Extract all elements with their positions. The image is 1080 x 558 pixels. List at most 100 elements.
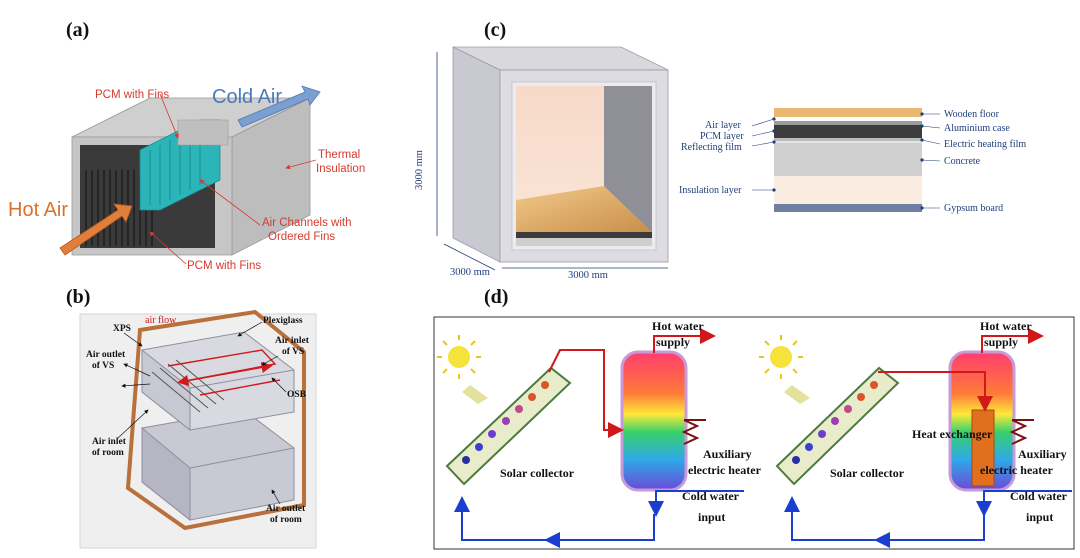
sunlight-arrow (462, 385, 488, 404)
air-inlet-room-line2: of room (92, 448, 124, 458)
cold-water-input-pipe (648, 490, 744, 517)
left-hot-water-line2: supply (656, 335, 690, 349)
plexiglass-leader (237, 321, 263, 337)
depth-dimension-line (443, 243, 496, 271)
air-outlet-vs-line2: of VS (92, 361, 114, 371)
insulation-layer-label: Insulation layer (679, 185, 742, 196)
right-hot-water-line1: Hot water (980, 319, 1032, 333)
osb-label: OSB (287, 390, 307, 400)
cold-air-label: Cold Air (212, 86, 282, 108)
pcm-with-fins-top-leader (159, 93, 179, 139)
air-outlet-room-leader (271, 489, 281, 505)
right-aux-heater-line1: Auxiliary (1018, 447, 1067, 461)
room-right-wall (604, 86, 652, 244)
xps-leader (123, 332, 143, 347)
wooden-floor-label: Wooden floor (944, 109, 1000, 120)
ordered-fins (85, 170, 153, 246)
air-inlet-room-leader (117, 409, 149, 439)
hot-air-arrow (59, 203, 133, 256)
air-inlet-vs-line1: Air inlet (275, 336, 310, 346)
cold-water-input-pipe-right (976, 490, 1072, 517)
pcm-with-fins-bottom-label: PCM with Fins (187, 260, 261, 272)
box-inner-wall (177, 119, 229, 146)
wooden-floor-layer (774, 108, 922, 117)
layer-leaders-left (751, 118, 775, 191)
air-inlet-vs-leader (261, 355, 279, 366)
air-inlet-room-line1: Air inlet (92, 437, 127, 447)
floor-base (516, 238, 652, 246)
sun-icon-right (770, 346, 792, 368)
left-aux-heater-line2: electric heater (688, 463, 762, 477)
pcm-layer (774, 125, 922, 138)
panel-b: (b) air flow XPS Plexiglass Air inlet of… (66, 286, 317, 549)
xps-label: XPS (113, 324, 131, 334)
collector-tubes-right (792, 381, 878, 464)
sun-icon (448, 346, 470, 368)
pcm-with-fins-bottom-leader (149, 231, 187, 265)
air-channels-leader (199, 179, 261, 226)
left-cold-water-line2: input (698, 510, 725, 524)
hot-water-supply-pipe-right (981, 328, 1044, 353)
left-aux-heater-line1: Auxiliary (703, 447, 752, 461)
hot-air-label: Hot Air (8, 199, 68, 221)
electric-heating-film-layer (774, 138, 922, 141)
air-outlet-room-line2: of room (270, 515, 302, 525)
room-glass-left (141, 426, 191, 522)
air-outlet-room-line1: Air outlet (266, 504, 306, 514)
concrete-layer (774, 143, 922, 176)
solar-collector-panel (445, 366, 572, 486)
floor-layers-edge (516, 232, 652, 238)
panel-b-label: (b) (66, 286, 90, 308)
pcm-with-fins-top-label: PCM with Fins (95, 89, 169, 101)
sunlight-arrow-right (784, 385, 810, 404)
layer-leader-dots-right (920, 112, 924, 210)
room-back-wall (516, 86, 604, 200)
air-channels-line1: Air Channels with (262, 217, 351, 229)
system-left: Hot water supply Solar collector Auxilia… (437, 319, 762, 548)
hot-flow-pipe (548, 349, 624, 438)
air-layer-label: Air layer (705, 120, 741, 131)
system-right: Hot water supply Solar collector Heat ex… (759, 319, 1072, 548)
auxiliary-heater-coil-right (1009, 419, 1028, 445)
panel-a-label: (a) (66, 19, 89, 41)
air-layer (774, 117, 922, 121)
storage-tank (620, 350, 688, 492)
reflecting-film-layer (774, 141, 922, 143)
insulation-layer (774, 176, 922, 204)
thermal-insulation-line1: Thermal (318, 149, 360, 161)
electric-heating-film-label: Electric heating film (944, 139, 1026, 150)
height-dimension-label: 3000 mm (414, 150, 425, 190)
vs-edge (189, 369, 295, 389)
solar-collector-panel-right (775, 366, 900, 486)
right-cold-water-line1: Cold water (1010, 489, 1068, 503)
air-flow-label: air flow (145, 315, 177, 326)
panel-c-label: (c) (484, 19, 506, 41)
hot-flow-pipe-right (878, 371, 993, 412)
sun-rays-right (759, 335, 803, 379)
air-outlet-vs-leader-2 (121, 383, 151, 388)
air-flow-path (167, 349, 281, 396)
air-outlet-vs-line1: Air outlet (86, 350, 126, 360)
right-heat-exchanger-label: Heat exchanger (912, 427, 993, 441)
auxiliary-heater-coil (681, 419, 700, 445)
air-inlet-vs-line2: of VS (282, 347, 304, 357)
panel-d-label: (d) (484, 286, 508, 308)
room-left-face (452, 46, 501, 263)
pcm-layer-label: PCM layer (700, 131, 744, 142)
panel-d: (d) (433, 286, 1075, 550)
air-channels-line2: Ordered Fins (268, 231, 335, 243)
left-solar-collector-label: Solar collector (500, 466, 575, 480)
layer-leaders-right (921, 113, 941, 209)
cold-air-arrow (237, 85, 321, 128)
right-solar-collector-label: Solar collector (830, 466, 905, 480)
room-glass-edge (189, 447, 295, 469)
sun-rays-left (437, 335, 481, 379)
reflecting-film-label: Reflecting film (681, 142, 742, 153)
depth-dimension-label: 3000 mm (450, 267, 490, 278)
concrete-label: Concrete (944, 156, 981, 167)
osb-frame (125, 309, 306, 531)
aluminium-case-layer (774, 121, 922, 125)
osb-leader (271, 377, 287, 393)
wooden-floor-surface (516, 186, 652, 232)
